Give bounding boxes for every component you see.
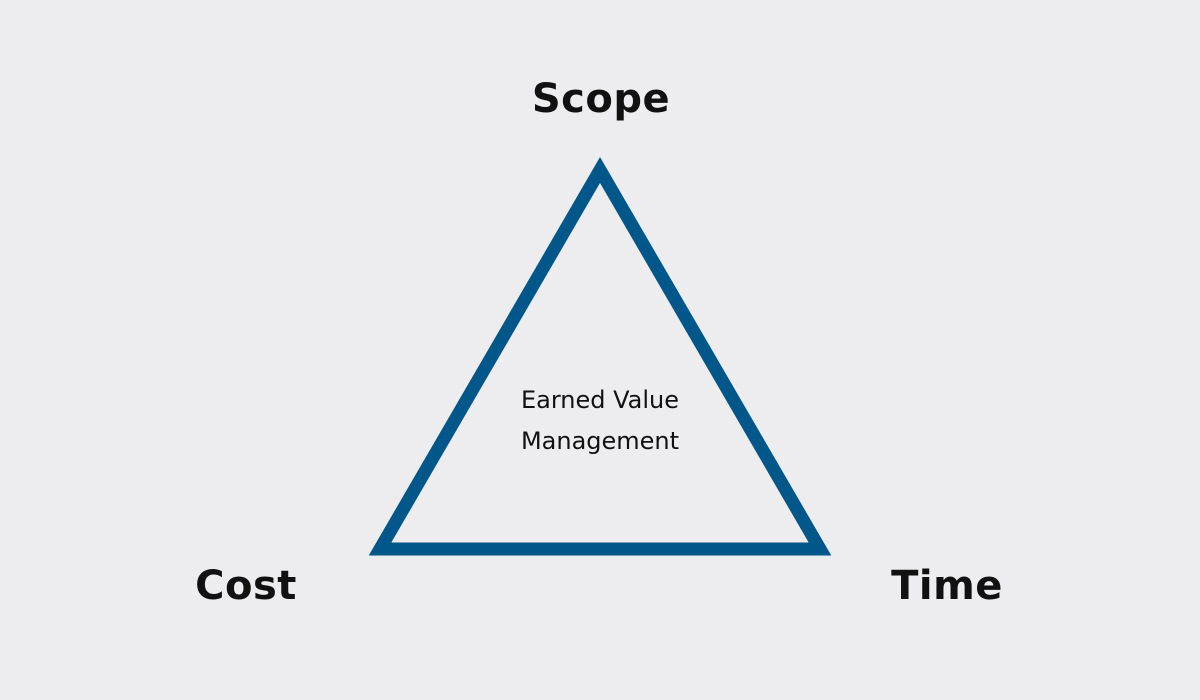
cost-label: Cost (195, 563, 297, 609)
scope-label: Scope (531, 76, 671, 122)
time-label: Time (891, 563, 1003, 609)
center-label-line1: Earned Value (520, 386, 680, 414)
triangle-outline (368, 157, 832, 556)
center-label-line2: Management (520, 427, 680, 455)
center-label: Earned Value Management (521, 380, 679, 462)
